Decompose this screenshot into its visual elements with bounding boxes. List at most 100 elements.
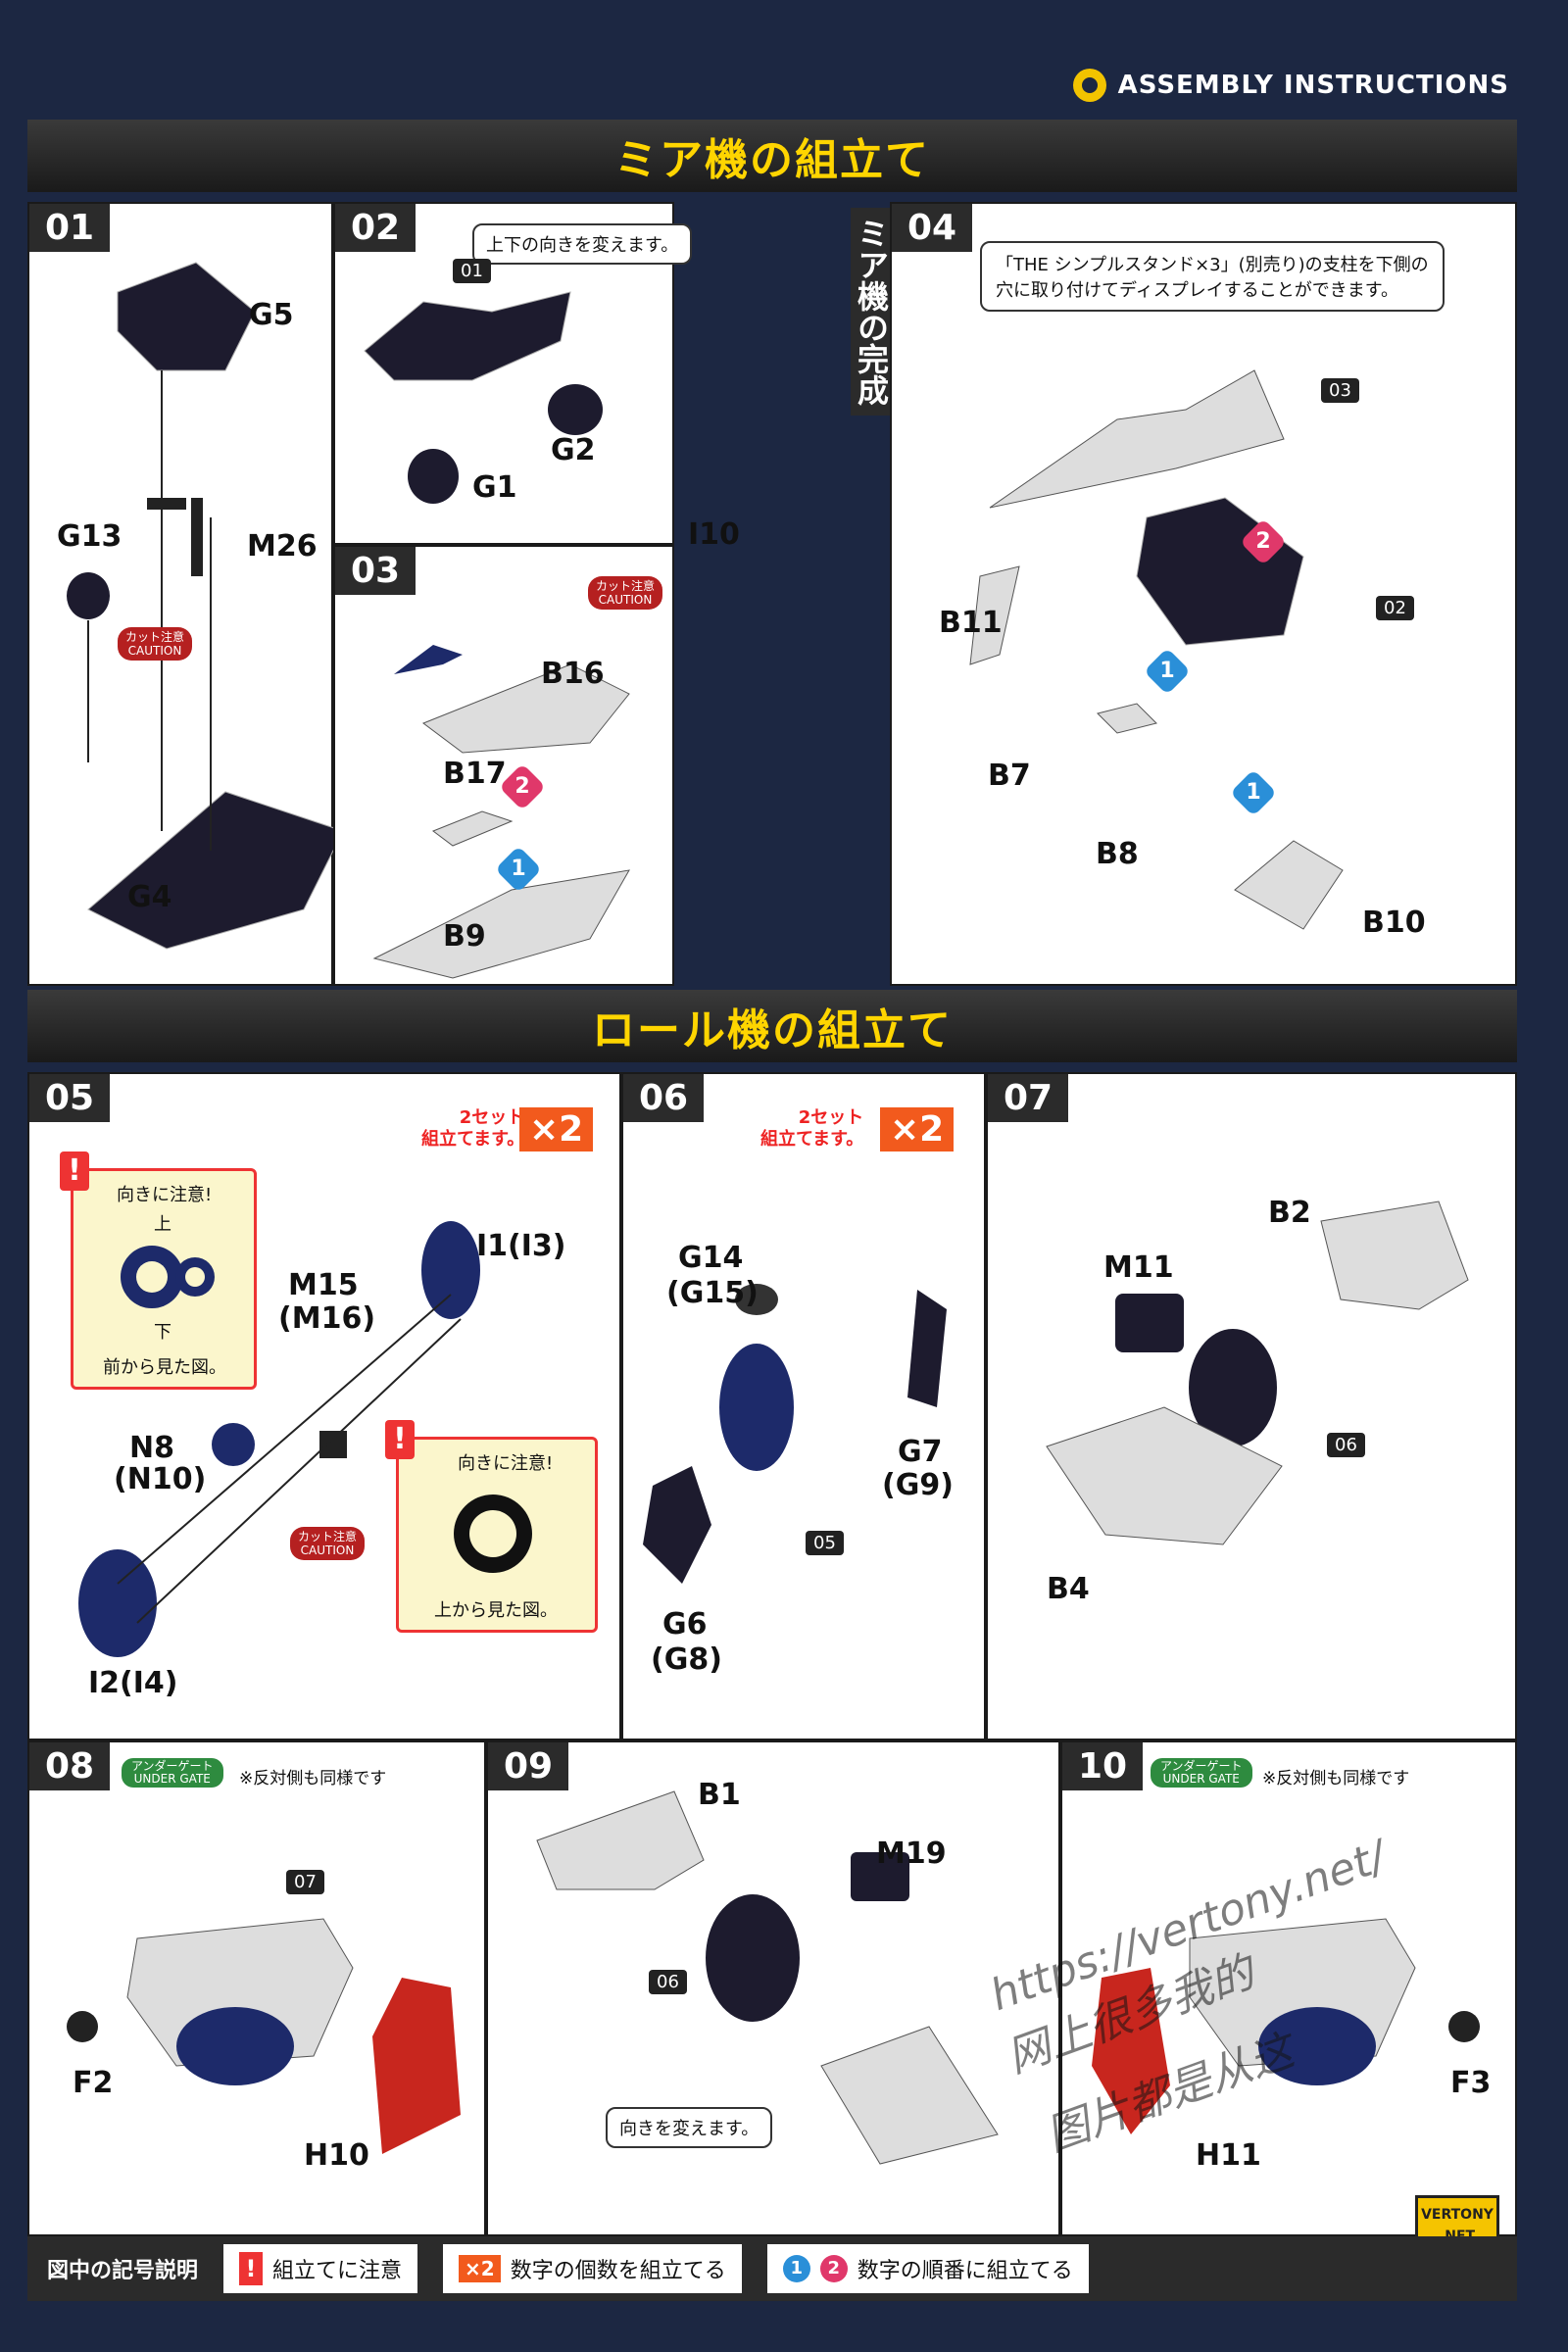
warning-icon: ! bbox=[385, 1420, 415, 1459]
part-label: G7 bbox=[898, 1435, 943, 1469]
caution-jp: カット注意 bbox=[596, 579, 656, 593]
step-06-illustration bbox=[643, 1284, 947, 1584]
step-02-illustration bbox=[364, 291, 603, 504]
warning-caption: 前から見た図。 bbox=[103, 1357, 226, 1378]
part-label: B9 bbox=[443, 919, 486, 954]
part-label: G13 bbox=[57, 519, 122, 554]
cut-caution-badge: カット注意 CAUTION bbox=[290, 1527, 366, 1560]
part-label: G14 bbox=[678, 1241, 744, 1275]
x2-icon: ×2 bbox=[459, 2255, 501, 2282]
step-04-panel: 04 「THE シンプルスタンド×3」(別売り)の支柱を下側の 穴に取り付けてデ… bbox=[890, 202, 1517, 986]
part-label: I2(I4) bbox=[88, 1666, 178, 1700]
under-gate-en: UNDER GATE bbox=[1162, 1772, 1240, 1786]
logo-line: VERTONY bbox=[1421, 2207, 1494, 2223]
legend-title: 図中の記号説明 bbox=[47, 2259, 199, 2283]
warning-bottom: 下 bbox=[154, 1322, 172, 1343]
x2-label-line: 組立てます。 bbox=[760, 1129, 864, 1150]
step-number: 08 bbox=[29, 1742, 111, 1790]
part-label: B2 bbox=[1268, 1196, 1311, 1230]
ring-top-diagram bbox=[454, 1494, 532, 1573]
part-label: B10 bbox=[1362, 906, 1426, 940]
caution-jp: カット注意 bbox=[298, 1530, 358, 1544]
part-label: B1 bbox=[698, 1778, 741, 1812]
order-number: 1 bbox=[1159, 659, 1175, 683]
part-label: M26 bbox=[247, 529, 318, 564]
caution-en: CAUTION bbox=[598, 593, 653, 607]
under-gate-badge: アンダーゲート UNDER GATE bbox=[1151, 1758, 1252, 1788]
step-03-panel: 03 I10 B16 B17 B9 カット注意 CAUTION 2 1 bbox=[333, 517, 740, 986]
part-label: M19 bbox=[876, 1837, 947, 1871]
step-06-panel: 06 2セット 組立てます。 ×2 G14 (G15) G7 (G9) G6 (… bbox=[621, 1072, 986, 1740]
legend-item-count: ×2 数字の個数を組立てる bbox=[443, 2244, 742, 2293]
warning-icon: ! bbox=[60, 1152, 89, 1191]
warning-top: 上 bbox=[154, 1214, 172, 1235]
note-line: 「THE シンプルスタンド×3」(別売り)の支柱を下側の bbox=[996, 255, 1429, 275]
section-banner-role: ロール機の組立て bbox=[27, 990, 1517, 1062]
part-label: N8 bbox=[129, 1431, 174, 1465]
legend-text: 数字の順番に組立てる bbox=[857, 2259, 1073, 2283]
sub-assembly-badge: 03 bbox=[1321, 378, 1359, 403]
note-callout: 上下の向きを変えます。 bbox=[472, 223, 693, 265]
step-02-panel: 02 上下の向きを変えます。 01 G1 G2 bbox=[333, 202, 693, 545]
sub-assembly-badge: 07 bbox=[286, 1870, 324, 1894]
step-10-panel: 10 アンダーゲート UNDER GATE ※反対側も同様です F3 H11 bbox=[1060, 1740, 1517, 2236]
part-label: (G9) bbox=[882, 1468, 954, 1502]
step-09-panel: 09 B1 M19 06 向きを変えます。 bbox=[486, 1740, 1060, 2236]
order-number: 2 bbox=[514, 774, 530, 799]
x2-label-line: 組立てます。 bbox=[421, 1129, 525, 1150]
part-label: M15 bbox=[288, 1268, 359, 1302]
same-other-side-note: ※反対側も同様です bbox=[1262, 1769, 1410, 1788]
order-icon-1: 1 bbox=[782, 2255, 810, 2282]
part-label: G6 bbox=[662, 1607, 708, 1642]
caution-en: CAUTION bbox=[127, 644, 182, 658]
header: ASSEMBLY INSTRUCTIONS bbox=[1072, 69, 1509, 102]
step-05-illustration bbox=[78, 1221, 480, 1657]
part-label: (G8) bbox=[651, 1642, 722, 1677]
sub-assembly-badge: 06 bbox=[1327, 1433, 1365, 1457]
order-badge-1: 1 bbox=[494, 845, 543, 894]
x2-label-line: 2セット bbox=[459, 1107, 525, 1128]
cut-caution-badge: カット注意 CAUTION bbox=[118, 627, 193, 661]
note-line: 穴に取り付けてディスプレイすることができます。 bbox=[996, 280, 1398, 301]
part-label: (M16) bbox=[278, 1301, 376, 1336]
step-number: 10 bbox=[1062, 1742, 1144, 1790]
part-label: B4 bbox=[1047, 1572, 1090, 1606]
step-number: 03 bbox=[335, 547, 416, 595]
part-label: H11 bbox=[1196, 2138, 1261, 2173]
under-gate-badge: アンダーゲート UNDER GATE bbox=[122, 1758, 223, 1788]
part-label: B17 bbox=[443, 757, 507, 791]
step-number: 06 bbox=[623, 1074, 705, 1122]
orientation-warning-box: ! 向きに注意! 上 下 前から見た図。 bbox=[60, 1152, 257, 1390]
sub-assembly-badge: 02 bbox=[1376, 596, 1414, 620]
order-badge-1: 1 bbox=[1229, 768, 1278, 817]
orientation-warning-box: ! 向きに注意! 上から見た図。 bbox=[385, 1420, 598, 1633]
under-gate-jp: アンダーゲート bbox=[1160, 1759, 1243, 1773]
sub-assembly-badge: 06 bbox=[649, 1970, 687, 1994]
symbol-legend: 図中の記号説明 ! 組立てに注意 ×2 数字の個数を組立てる 1 2 数字の順番… bbox=[27, 2236, 1517, 2301]
order-number: 1 bbox=[1246, 780, 1261, 805]
caution-en: CAUTION bbox=[300, 1544, 355, 1557]
hazard-icon bbox=[1072, 69, 1106, 102]
part-label: B11 bbox=[939, 606, 1003, 640]
step-07-illustration bbox=[1046, 1200, 1469, 1545]
part-label: B8 bbox=[1096, 837, 1139, 871]
part-label: F2 bbox=[73, 2066, 114, 2100]
step-number: 07 bbox=[988, 1074, 1069, 1122]
under-gate-en: UNDER GATE bbox=[133, 1772, 211, 1786]
stand-note: 「THE シンプルスタンド×3」(別売り)の支柱を下側の 穴に取り付けてディスプ… bbox=[980, 241, 1445, 312]
part-label: I10 bbox=[688, 517, 740, 552]
step-05-panel: 05 2セット 組立てます。 ×2 ! 向きに注意! 上 下 前から見た図。 M… bbox=[27, 1072, 621, 1740]
step-09-illustration bbox=[536, 1790, 999, 2165]
step-08-panel: 08 アンダーゲート UNDER GATE ※反対側も同様です 07 F2 H1… bbox=[27, 1740, 486, 2236]
part-label: M11 bbox=[1103, 1250, 1174, 1285]
order-badge-2: 2 bbox=[1239, 517, 1288, 566]
step-01-panel: 01 G5 G13 M26 G4 カット注意 CAUTION bbox=[27, 202, 335, 986]
warning-title: 向きに注意! bbox=[117, 1185, 213, 1205]
x2-badge: ×2 bbox=[519, 1107, 594, 1152]
rotate-note: 向きを変えます。 bbox=[606, 2107, 773, 2148]
warning-title: 向きに注意! bbox=[458, 1453, 554, 1474]
x2-label-line: 2セット bbox=[798, 1107, 864, 1128]
x2-label: 2セット 組立てます。 bbox=[421, 1107, 524, 1151]
legend-text: 数字の個数を組立てる bbox=[510, 2259, 726, 2283]
part-label: B7 bbox=[988, 759, 1031, 793]
